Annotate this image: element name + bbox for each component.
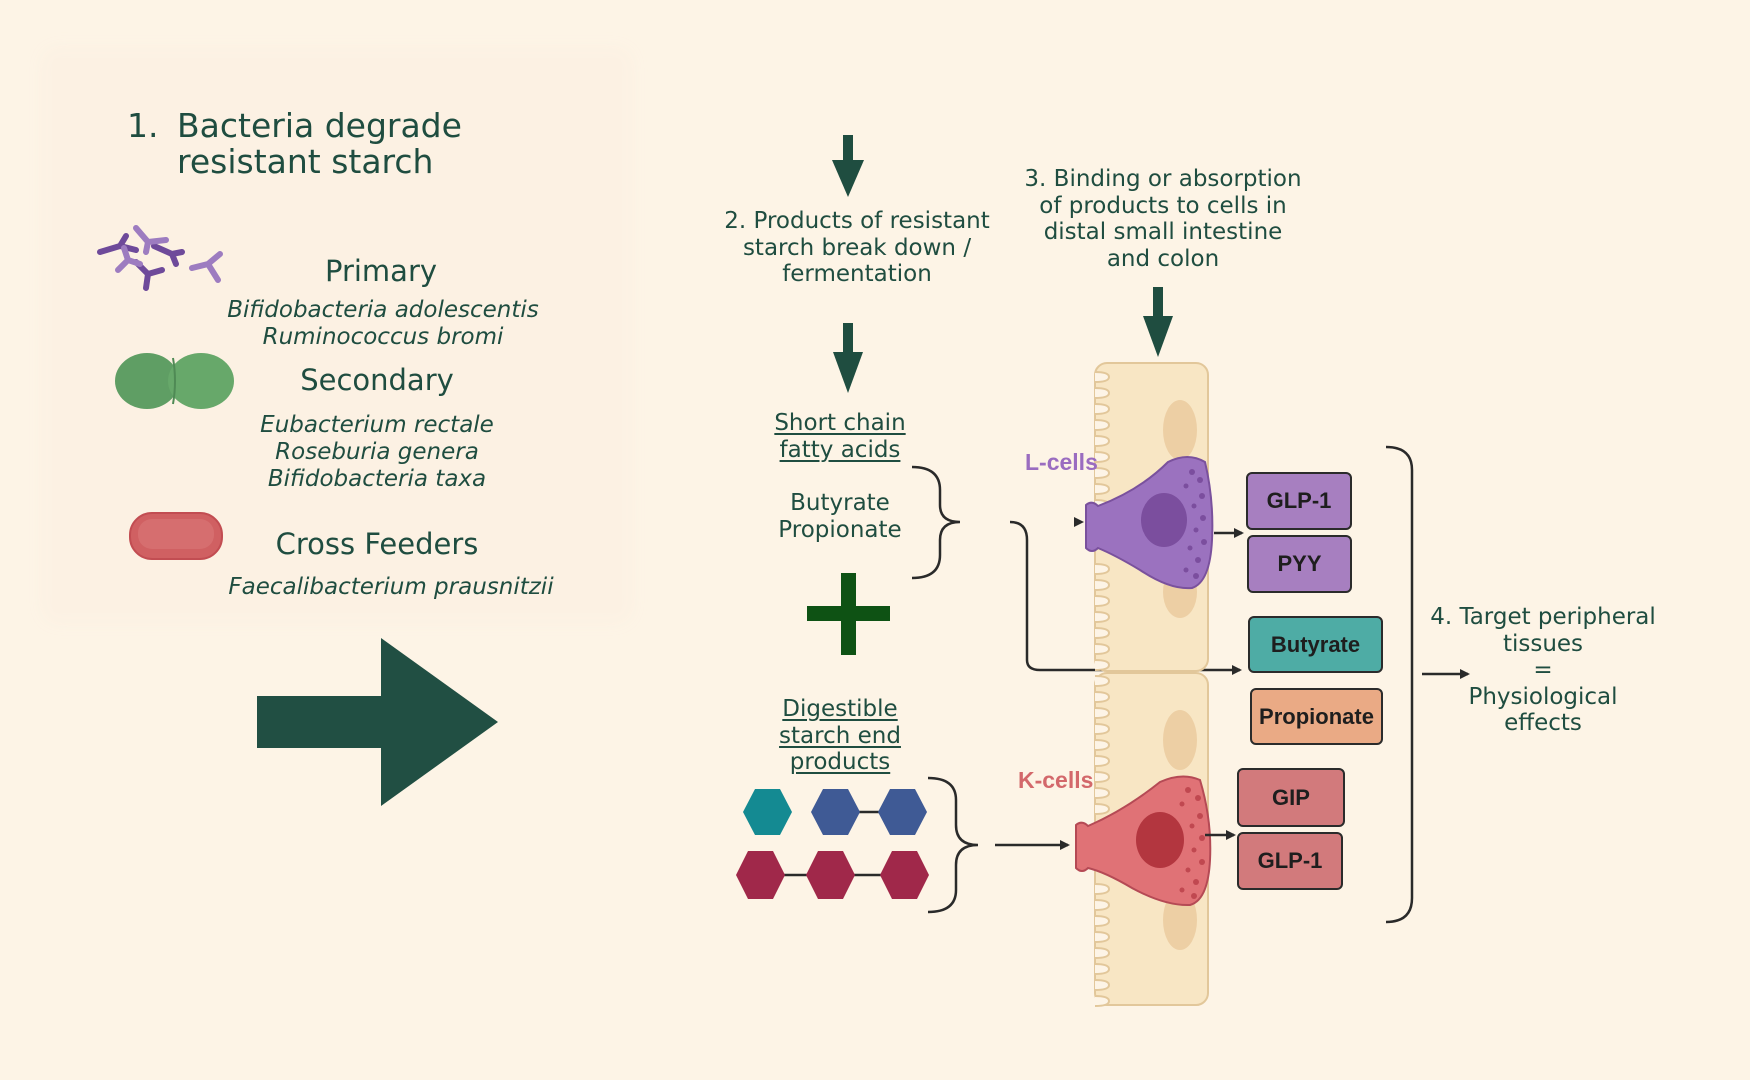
plus-icon <box>807 573 890 655</box>
big-right-arrow-icon <box>257 638 498 806</box>
species-name: Roseburia genera <box>275 439 479 465</box>
digestible-heading-line: Digestible <box>782 696 898 722</box>
hexagon-crimson <box>880 851 929 899</box>
hexagon-teal <box>743 789 792 835</box>
k-cell-icon <box>1075 775 1212 907</box>
step1-title: 1. Bacteria degrade resistant starch <box>127 108 462 180</box>
hexagon-crimson <box>736 851 785 899</box>
brace-scfa-icon <box>911 465 961 580</box>
step2-label: 2. Products of resistant starch break do… <box>724 208 990 288</box>
step4-line: tissues <box>1502 630 1584 657</box>
species-name: Faecalibacterium prausnitzii <box>228 574 554 600</box>
arrow-to-absorbed-products <box>1009 520 1242 675</box>
rod-bacterium-icon <box>129 512 223 560</box>
diplococcus-icon <box>115 353 234 409</box>
product-box-propionate: Propionate <box>1250 688 1383 745</box>
group-label-cross-feeders: Cross Feeders <box>275 527 479 561</box>
step3-line: and colon <box>1106 245 1220 272</box>
step3-line: of products to cells in <box>1039 192 1287 219</box>
digestible-heading-line: products <box>789 749 891 775</box>
species-name: Bifidobacteria adolescentis <box>227 297 539 323</box>
hexagon-blue <box>811 789 860 835</box>
down-arrow-1-icon <box>832 135 864 197</box>
branched-bacteria-icon <box>97 225 223 291</box>
step1-title-line2: resistant starch <box>177 142 434 181</box>
step4-line: Physiological <box>1468 683 1618 710</box>
scfa-heading-line: fatty acids <box>779 436 901 463</box>
step4-line: = <box>1533 657 1553 683</box>
brace-digestible-icon <box>927 776 979 914</box>
group-label-secondary: Secondary <box>300 363 454 397</box>
down-arrow-3-icon <box>1143 287 1173 357</box>
scfa-heading-line: Short chain <box>774 410 906 436</box>
step4-line: 4. Target peripheral <box>1430 604 1656 630</box>
l-cells-label: L-cells <box>1025 449 1098 475</box>
step1-number: 1. <box>127 106 159 145</box>
species-name: Bifidobacteria taxa <box>267 466 487 492</box>
hormone-box-glp1-k: GLP-1 <box>1237 832 1343 890</box>
brace-outputs-icon <box>1385 445 1414 924</box>
hexagon-blue <box>878 789 927 835</box>
species-list-cross-feeders: Faecalibacterium prausnitzii <box>228 574 553 601</box>
hormone-box-gip: GIP <box>1237 768 1345 827</box>
l-cell-icon <box>1085 456 1214 590</box>
scfa-item-propionate: Propionate <box>778 516 902 543</box>
scfa-item-butyrate: Butyrate <box>790 490 890 516</box>
scfa-heading: Short chain fatty acids <box>774 410 905 463</box>
step3-line: 3. Binding or absorption <box>1024 166 1302 192</box>
digestible-heading-line: starch end <box>779 722 901 749</box>
step1-title-line1: Bacteria degrade <box>177 106 462 145</box>
species-name: Eubacterium rectale <box>260 412 494 438</box>
step2-line: fermentation <box>782 261 932 287</box>
step2-line: 2. Products of resistant <box>724 208 990 234</box>
species-name: Ruminococcus bromi <box>262 324 504 350</box>
group-label-primary: Primary <box>324 254 438 288</box>
k-cells-label: K-cells <box>1018 767 1094 793</box>
down-arrow-2-icon <box>833 323 863 393</box>
step2-line: starch break down / <box>742 234 972 261</box>
species-list-primary: Bifidobacteria adolescentis Ruminococcus… <box>227 297 539 351</box>
digestible-starch-molecules <box>736 789 929 899</box>
hexagon-crimson <box>806 851 855 899</box>
species-list-secondary: Eubacterium rectale Roseburia genera Bif… <box>260 412 494 493</box>
step3-line: distal small intestine <box>1043 219 1283 245</box>
product-box-butyrate: Butyrate <box>1248 616 1383 673</box>
hormone-box-glp1-l: GLP-1 <box>1246 472 1352 530</box>
scfa-items: Butyrate Propionate <box>778 490 901 543</box>
step3-label: 3. Binding or absorption of products to … <box>1024 166 1301 272</box>
hormone-box-pyy: PYY <box>1247 535 1352 593</box>
step4-line: effects <box>1504 710 1582 736</box>
step4-label: 4. Target peripheral tissues = Physiolog… <box>1430 604 1656 737</box>
digestible-heading: Digestible starch end products <box>779 696 901 776</box>
